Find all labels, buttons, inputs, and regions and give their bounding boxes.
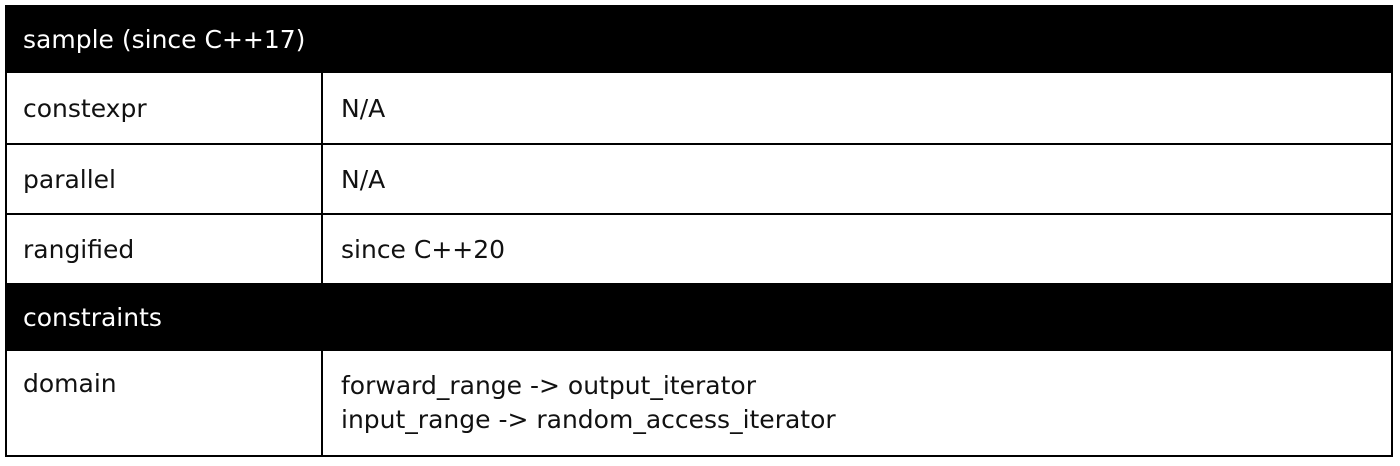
table-row-rangified: rangified since C++20 [7, 213, 1391, 283]
section-header-sample: sample (since C++17) [7, 5, 1391, 73]
row-value: forward_range -> output_iterator input_r… [323, 351, 1391, 455]
table-row-parallel: parallel N/A [7, 143, 1391, 213]
table-row-constexpr: constexpr N/A [7, 73, 1391, 143]
row-label: rangified [7, 215, 323, 283]
row-value: N/A [341, 164, 386, 194]
row-value: N/A [341, 93, 386, 123]
section-title: sample (since C++17) [23, 24, 306, 54]
row-label: parallel [7, 145, 323, 213]
domain-line: input_range -> random_access_iterator [341, 405, 836, 434]
row-label: constexpr [7, 73, 323, 143]
row-label: domain [7, 351, 323, 455]
row-value: since C++20 [341, 234, 506, 264]
section-title: constraints [23, 302, 162, 332]
table-row-domain: domain forward_range -> output_iterator … [7, 351, 1391, 455]
algorithm-info-table: sample (since C++17) constexpr N/A paral… [5, 5, 1393, 457]
domain-line: forward_range -> output_iterator [341, 371, 756, 400]
section-header-constraints: constraints [7, 283, 1391, 351]
